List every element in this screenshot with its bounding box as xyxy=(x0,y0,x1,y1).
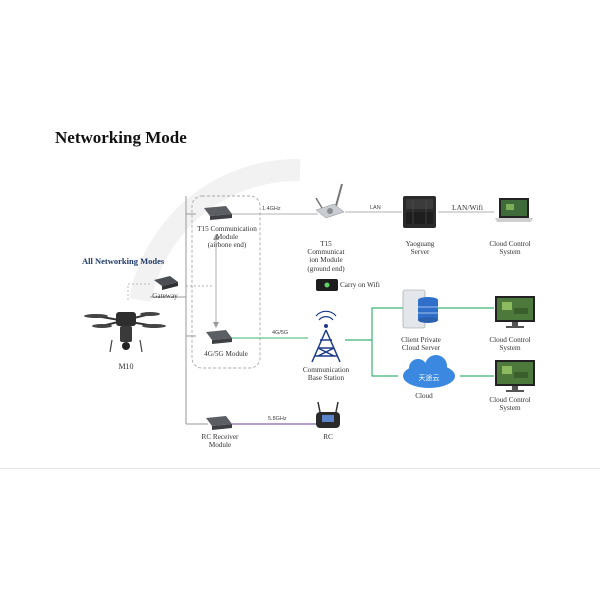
drone-icon xyxy=(84,312,166,353)
yaoguang-server-label: Yaoguang Server xyxy=(405,240,435,257)
t15-ground-module-icon xyxy=(315,183,345,219)
link-label-14ghz: 1.4GHz xyxy=(262,206,281,212)
rc-label: RC xyxy=(323,433,333,441)
wifi-label: Carry on Wifi xyxy=(340,281,380,289)
client-server-label: Client Private Cloud Server xyxy=(401,336,441,353)
monitor-icon xyxy=(495,296,535,328)
cloud-icon-text: 天途云 xyxy=(419,373,440,382)
4g5g-module-icon xyxy=(206,330,232,344)
base-station-icon xyxy=(311,310,341,363)
t15-airborne-label: T15 Communication Module (airbone end) xyxy=(197,225,257,250)
link-label-lan-wifi: LAN/Wifi xyxy=(452,203,483,212)
laptop-icon xyxy=(495,198,533,222)
airborne-dashed-box xyxy=(191,195,261,369)
link-label-4g5g: 4G/5G xyxy=(272,330,288,336)
section-title: All Networking Modes xyxy=(82,256,165,266)
4g5g-module-label: 4G/5G Module xyxy=(204,350,248,358)
gateway-icon xyxy=(154,276,178,290)
t15-airborne-module-icon xyxy=(204,206,232,220)
rc-controller-icon xyxy=(316,401,340,428)
cloud-control-label-2: Cloud Control System xyxy=(489,336,531,353)
link-label-lan: LAN xyxy=(370,205,381,211)
t15-ground-label: T15 Communicat ion Module (ground end) xyxy=(307,240,345,273)
cloud-label: Cloud xyxy=(415,392,433,400)
yaoguang-server-icon xyxy=(403,196,436,228)
cloud-icon: 天途云 xyxy=(403,355,455,388)
cloud-control-label-1: Cloud Control System xyxy=(489,240,531,257)
base-station-label: Communication Base Station xyxy=(302,366,350,383)
rc-receiver-icon xyxy=(206,416,232,430)
monitor-icon xyxy=(495,360,535,392)
rc-receiver-label: RC Receiver Module xyxy=(201,433,239,450)
page-title: Networking Mode xyxy=(55,128,187,147)
link-label-58ghz: 5.8GHz xyxy=(268,416,287,422)
cloud-control-label-3: Cloud Control System xyxy=(489,396,531,413)
gateway-label: Gateway xyxy=(152,292,178,300)
wifi-device-icon xyxy=(316,279,338,291)
watermark-arc xyxy=(129,158,301,303)
drone-label: M10 xyxy=(118,362,134,371)
bottom-divider xyxy=(0,468,600,469)
client-server-icon xyxy=(402,289,438,329)
